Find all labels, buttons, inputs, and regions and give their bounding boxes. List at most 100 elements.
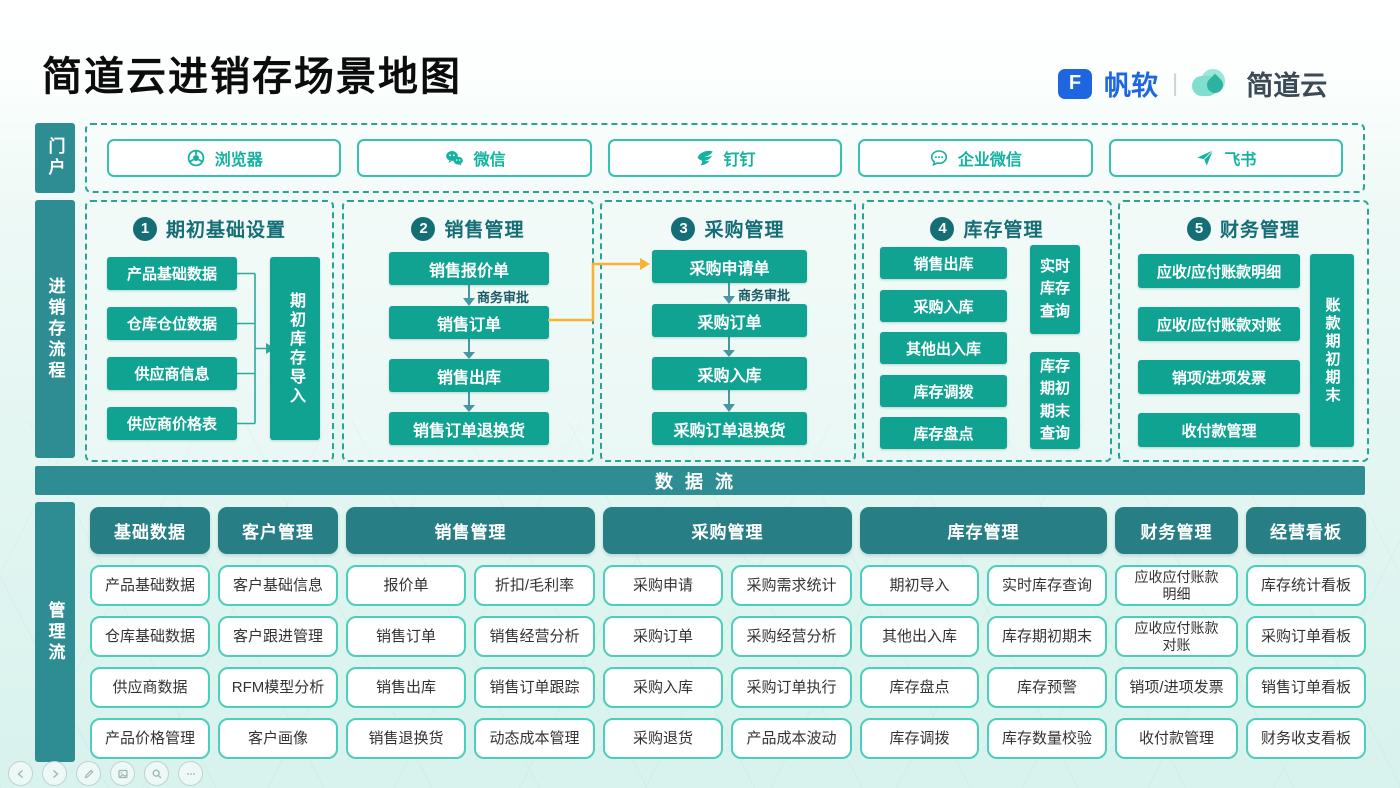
flow-section-label: 进销存流程	[45, 276, 65, 382]
management-item: 采购需求统计	[731, 565, 852, 606]
portal-container: 浏览器 微信 钉钉 企业微信	[85, 123, 1365, 193]
step-number-badge: 1	[132, 216, 157, 241]
flow-column-title: 财务管理	[1219, 220, 1300, 241]
step-number-badge: 3	[671, 216, 696, 241]
flow-box: 销售出库	[389, 359, 549, 392]
flow-box: 采购申请单	[652, 250, 807, 283]
flow-column-header: 5 财务管理	[1120, 215, 1367, 242]
approval-label: 商务审批	[738, 288, 791, 303]
back-icon[interactable]	[8, 761, 33, 786]
portal-section-tab: 门户	[35, 123, 75, 193]
management-item: 库存期初期末	[987, 616, 1107, 657]
flow-column-inventory: 4 库存管理 销售出库 采购入库 其他出入库 库存调拨 库存盘点 实时库存查询 …	[862, 200, 1112, 462]
management-item: 产品基础数据	[90, 565, 210, 606]
flow-side-box: 库存期初期末查询	[1030, 352, 1080, 449]
flow-column-title: 库存管理	[963, 220, 1044, 241]
page-title: 简道云进销存场景地图	[42, 55, 462, 99]
management-item: 实时库存查询	[987, 565, 1107, 606]
management-item: 其他出入库	[860, 616, 979, 657]
flow-box: 销售出库	[880, 247, 1007, 279]
management-item: 采购申请	[603, 565, 723, 606]
image-icon[interactable]	[110, 761, 135, 786]
flow-column-header: 3 采购管理	[602, 215, 854, 242]
management-item: RFM模型分析	[218, 667, 338, 708]
management-column: 报价单 销售订单 销售出库 销售退换货	[346, 565, 466, 759]
management-item: 库存盘点	[860, 667, 979, 708]
management-item: 仓库基础数据	[90, 616, 210, 657]
flow-box: 应收/应付账款明细	[1138, 254, 1300, 288]
flow-box: 销售报价单	[389, 252, 549, 285]
jiandaoyun-logo-icon	[1192, 68, 1234, 99]
flow-box: 应收/应付账款对账	[1138, 307, 1300, 341]
management-item: 库存预警	[987, 667, 1107, 708]
group-header-basic-data: 基础数据	[90, 507, 210, 554]
management-item: 应收应付账款对账	[1115, 616, 1238, 657]
group-header-purchase: 采购管理	[603, 507, 852, 554]
flow-box: 采购入库	[652, 357, 807, 390]
portal-item-feishu: 飞书	[1108, 139, 1344, 177]
portal-item-label: 浏览器	[214, 152, 263, 169]
flow-column-title: 采购管理	[704, 220, 785, 241]
management-item: 应收应付账款明细	[1115, 565, 1238, 606]
management-item: 动态成本管理	[474, 718, 595, 759]
management-item: 采购入库	[603, 667, 723, 708]
flow-box: 供应商信息	[107, 357, 237, 390]
management-column: 期初导入 其他出入库 库存盘点 库存调拨	[860, 565, 979, 759]
management-section-label: 管理流	[45, 600, 65, 664]
step-number-badge: 2	[411, 216, 436, 241]
brand-logos: F 帆软 | 简道云	[1058, 64, 1327, 103]
more-icon[interactable]	[178, 761, 203, 786]
management-item: 客户跟进管理	[218, 616, 338, 657]
management-item: 库存数量校验	[987, 718, 1107, 759]
fanruan-logo-icon: F	[1058, 68, 1092, 99]
management-item: 采购订单	[603, 616, 723, 657]
flow-side-box-label: 实时库存查询	[1039, 257, 1070, 320]
forward-icon[interactable]	[42, 761, 67, 786]
flow-column-title: 销售管理	[444, 220, 525, 241]
group-header-inventory: 库存管理	[860, 507, 1107, 554]
flow-box: 销售订单	[389, 306, 549, 339]
feishu-icon	[1197, 150, 1214, 166]
flow-column-initial-setup: 1 期初基础设置 产品基础数据 仓库仓位数据 供应商信息 供应商价格表 期初库存…	[85, 200, 334, 462]
management-item: 采购订单看板	[1246, 616, 1366, 657]
flow-column-sales: 2 销售管理 销售报价单 商务审批 销售订单 销售出库 销售订单退换货	[342, 200, 594, 462]
management-item: 产品价格管理	[90, 718, 210, 759]
group-header-finance: 财务管理	[1115, 507, 1238, 554]
flow-column-purchase: 3 采购管理 采购申请单 商务审批 采购订单 采购入库 采购订单退换货	[600, 200, 856, 462]
pen-icon[interactable]	[76, 761, 101, 786]
portal-item-label: 钉钉	[723, 152, 756, 169]
dataflow-bar: 数据流	[35, 466, 1365, 495]
portal-item-label: 飞书	[1224, 152, 1257, 169]
group-header-customer: 客户管理	[218, 507, 338, 554]
flow-box: 采购订单	[652, 304, 807, 337]
management-column: 折扣/毛利率 销售经营分析 销售订单跟踪 动态成本管理	[474, 565, 595, 759]
flow-box: 其他出入库	[880, 332, 1007, 364]
step-number-badge: 5	[1186, 216, 1211, 241]
management-column: 应收应付账款明细 应收应付账款对账 销项/进项发票 收付款管理	[1115, 565, 1238, 759]
management-item: 库存统计看板	[1246, 565, 1366, 606]
flow-column-header: 2 销售管理	[344, 215, 592, 242]
management-item: 期初导入	[860, 565, 979, 606]
portal-item-wechat: 微信	[357, 139, 592, 177]
zoom-icon[interactable]	[144, 761, 169, 786]
management-item: 客户画像	[218, 718, 338, 759]
logo-divider: |	[1172, 69, 1179, 97]
management-item: 采购退货	[603, 718, 723, 759]
flow-column-finance: 5 财务管理 应收/应付账款明细 应收/应付账款对账 销项/进项发票 收付款管理…	[1118, 200, 1369, 462]
management-item: 销售订单跟踪	[474, 667, 595, 708]
portal-item-dingtalk: 钉钉	[607, 139, 843, 177]
management-item: 收付款管理	[1115, 718, 1238, 759]
management-item: 客户基础信息	[218, 565, 338, 606]
management-item: 销售出库	[346, 667, 466, 708]
flow-column-header: 1 期初基础设置	[87, 215, 332, 242]
step-number-badge: 4	[930, 216, 955, 241]
flow-box: 库存盘点	[880, 417, 1007, 449]
management-item: 报价单	[346, 565, 466, 606]
management-column: 采购需求统计 采购经营分析 采购订单执行 产品成本波动	[731, 565, 852, 759]
management-item: 供应商数据	[90, 667, 210, 708]
flow-box: 收付款管理	[1138, 413, 1300, 447]
management-column: 采购申请 采购订单 采购入库 采购退货	[603, 565, 723, 759]
management-item: 折扣/毛利率	[474, 565, 595, 606]
portal-item-wework: 企业微信	[858, 139, 1093, 177]
flow-box: 供应商价格表	[107, 407, 237, 440]
